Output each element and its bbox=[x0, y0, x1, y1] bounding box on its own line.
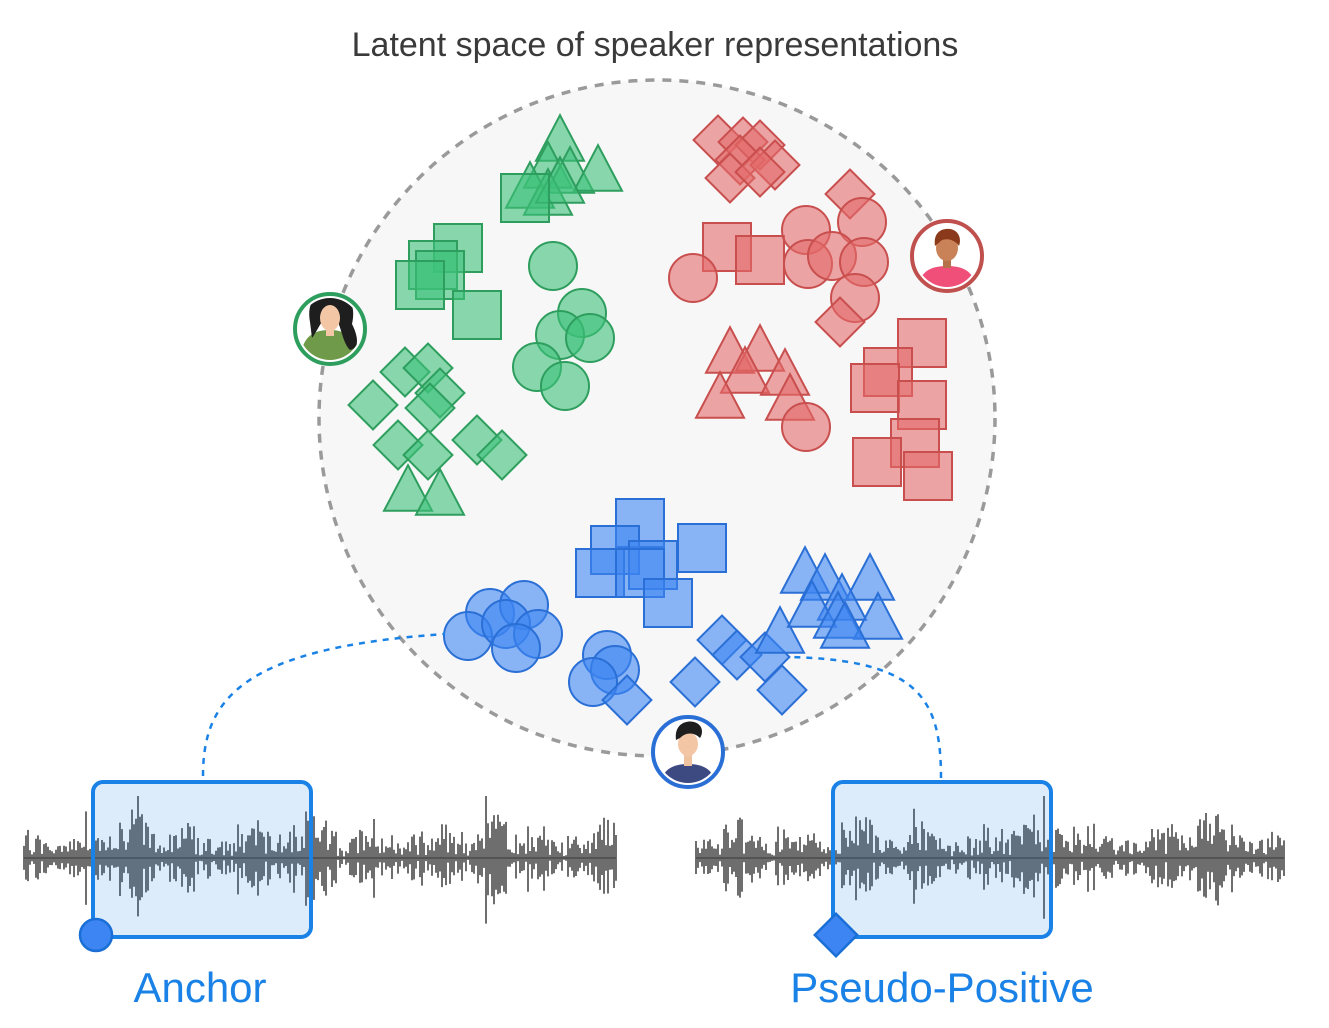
triangle-marker bbox=[572, 143, 624, 192]
triangle-marker bbox=[786, 579, 838, 628]
diamond-marker bbox=[814, 296, 866, 348]
waveform-path bbox=[23, 796, 617, 924]
circle-marker bbox=[781, 402, 831, 452]
speaker-male-avatar-icon bbox=[910, 219, 984, 293]
square-marker bbox=[500, 173, 550, 223]
triangle-marker bbox=[719, 345, 771, 394]
anchor-segment-box bbox=[91, 780, 313, 939]
triangle-marker bbox=[414, 467, 466, 516]
green-speaker-cluster bbox=[347, 113, 624, 516]
square-marker bbox=[903, 451, 953, 501]
waveform-path bbox=[695, 796, 1285, 919]
anchor-label: Anchor bbox=[133, 964, 266, 1011]
diagram-title: Latent space of speaker representations bbox=[352, 26, 959, 64]
square-marker bbox=[395, 260, 445, 310]
circle-marker bbox=[565, 313, 615, 363]
triangle-marker bbox=[852, 591, 904, 640]
speaker-female-avatar-icon bbox=[293, 292, 367, 366]
diamond-marker bbox=[347, 379, 399, 431]
pseudo-positive-waveform bbox=[695, 796, 1285, 919]
pseudo-positive-label: Pseudo-Positive bbox=[790, 964, 1094, 1011]
diamond-marker bbox=[476, 429, 528, 481]
circle-marker bbox=[668, 253, 718, 303]
diamond-marker bbox=[711, 629, 763, 681]
blue-speaker-cluster bbox=[443, 498, 904, 726]
triangle-marker bbox=[382, 463, 434, 512]
triangle-marker bbox=[844, 552, 896, 601]
circle-marker bbox=[491, 623, 541, 673]
diamond-marker bbox=[402, 429, 454, 481]
red-speaker-cluster bbox=[668, 114, 953, 501]
square-marker bbox=[850, 363, 900, 413]
anchor-waveform bbox=[23, 796, 617, 924]
triangle-marker bbox=[819, 600, 871, 649]
circle-marker-icon bbox=[78, 917, 114, 953]
diamond-marker-icon bbox=[813, 912, 859, 958]
speaker-male-blue-avatar-icon bbox=[651, 715, 725, 789]
square-marker bbox=[677, 523, 727, 573]
diamond-marker bbox=[601, 674, 653, 726]
circle-marker bbox=[568, 657, 618, 707]
circle-marker bbox=[528, 241, 578, 291]
triangle-marker bbox=[694, 370, 746, 419]
square-marker bbox=[452, 290, 502, 340]
diamond-marker bbox=[734, 146, 786, 198]
pseudo-positive-segment-box bbox=[831, 780, 1053, 939]
diamond-marker bbox=[669, 656, 721, 708]
square-marker bbox=[735, 235, 785, 285]
triangle-marker bbox=[754, 605, 806, 654]
pseudo-positive-connector bbox=[789, 655, 943, 779]
square-marker bbox=[852, 437, 902, 487]
diamond-marker bbox=[756, 664, 808, 716]
square-marker bbox=[643, 578, 693, 628]
diamond-marker bbox=[404, 382, 456, 434]
anchor-connector bbox=[201, 632, 446, 777]
circle-marker bbox=[540, 361, 590, 411]
